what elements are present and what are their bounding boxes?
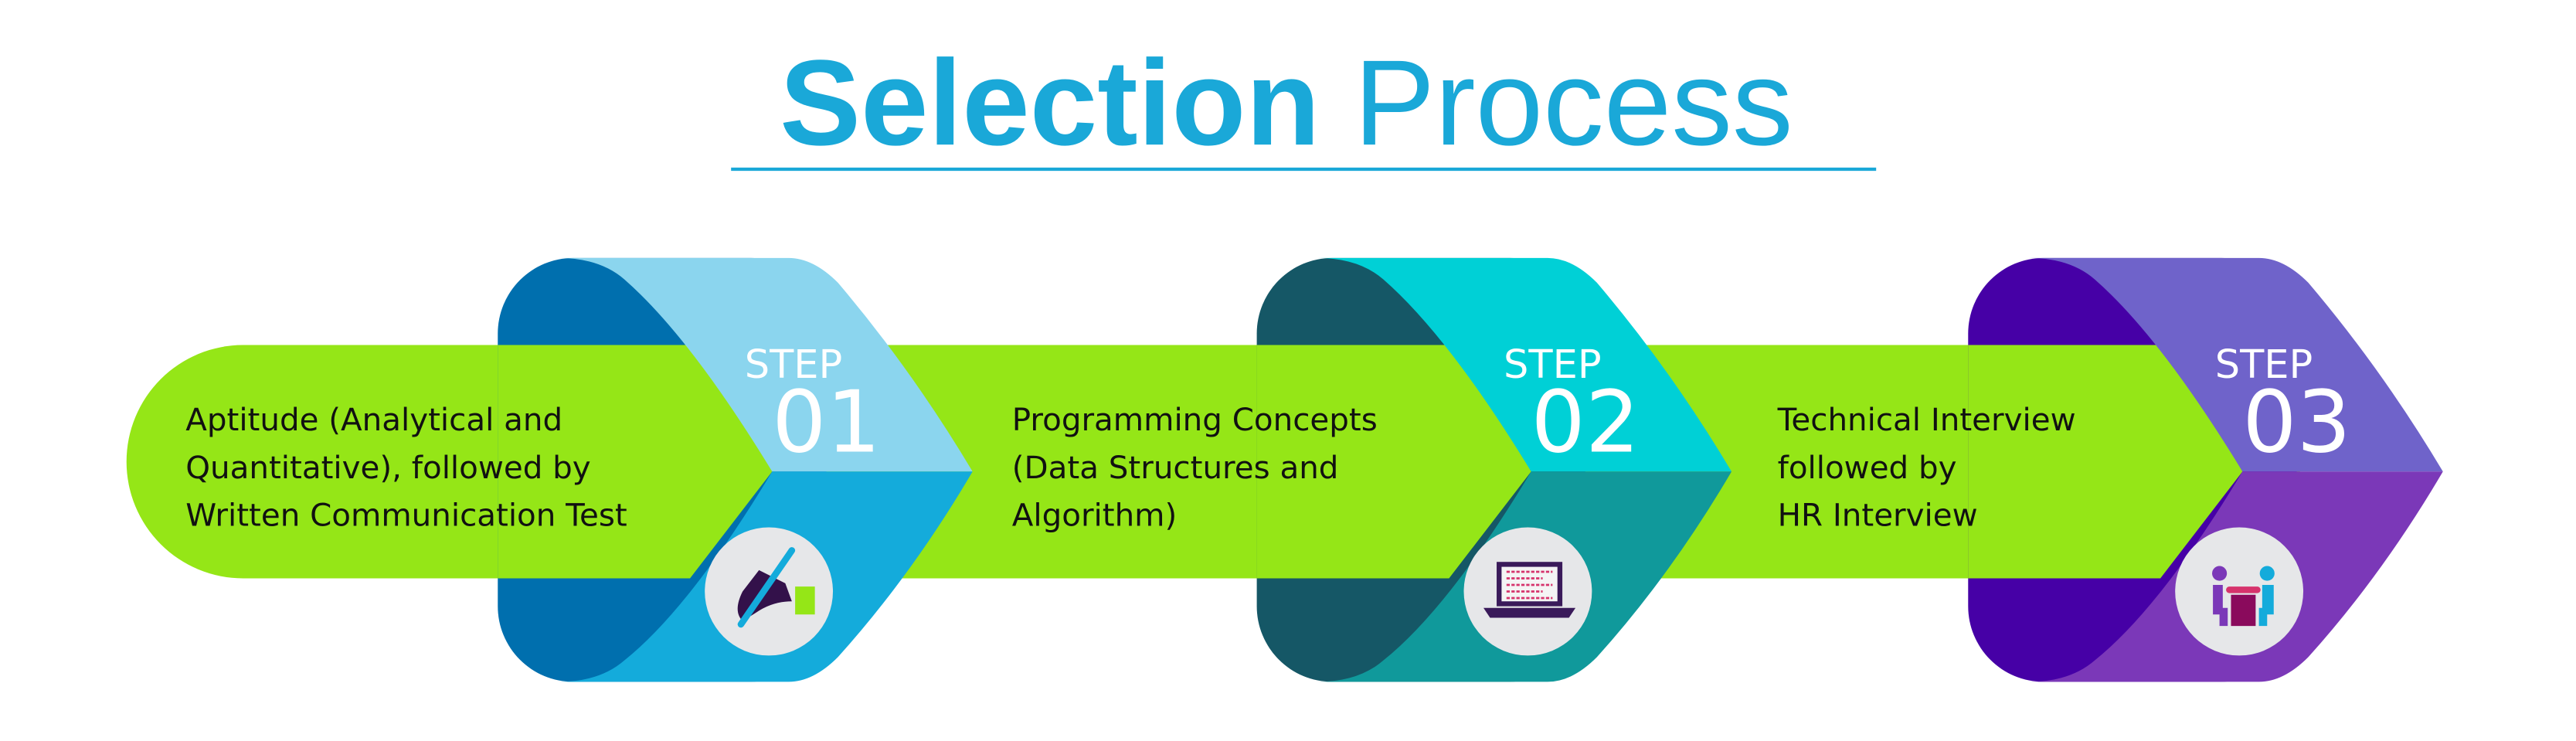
step-label: STEP [2215, 342, 2313, 388]
step-description-line: HR Interview [1778, 497, 1978, 533]
chevron-top [2028, 257, 2443, 472]
title-regular: Process [1354, 36, 1793, 171]
step-number: 03 [2242, 373, 2351, 473]
laptop-code-icon [1463, 527, 1592, 656]
step-label: STEP [1504, 342, 1602, 388]
interview-people-table-icon [2175, 527, 2304, 656]
chevron-top [1317, 257, 1732, 472]
title-space [1320, 36, 1354, 171]
band-point [1256, 345, 1531, 579]
page-title: Selection Process [780, 36, 1793, 171]
hand-writing-pen-icon [705, 527, 834, 656]
step-description-line: Algorithm) [1012, 497, 1178, 533]
step-label: STEP [745, 342, 843, 388]
step-description-line: Technical Interview [1777, 402, 2076, 438]
chevron-top [558, 257, 973, 472]
step-number: 02 [1531, 373, 1640, 473]
step-description-line: Written Communication Test [185, 497, 627, 533]
band-point [498, 345, 773, 579]
step-description-line: Programming Concepts [1012, 402, 1378, 438]
step-description-line: Aptitude (Analytical and [185, 402, 562, 438]
step-number: 01 [772, 373, 881, 473]
step-description-line: followed by [1778, 450, 1957, 486]
band-point [1968, 345, 2243, 579]
step-description-line: Quantitative), followed by [185, 450, 590, 486]
step-description-line: (Data Structures and [1012, 450, 1339, 486]
title-bold: Selection [780, 36, 1320, 171]
